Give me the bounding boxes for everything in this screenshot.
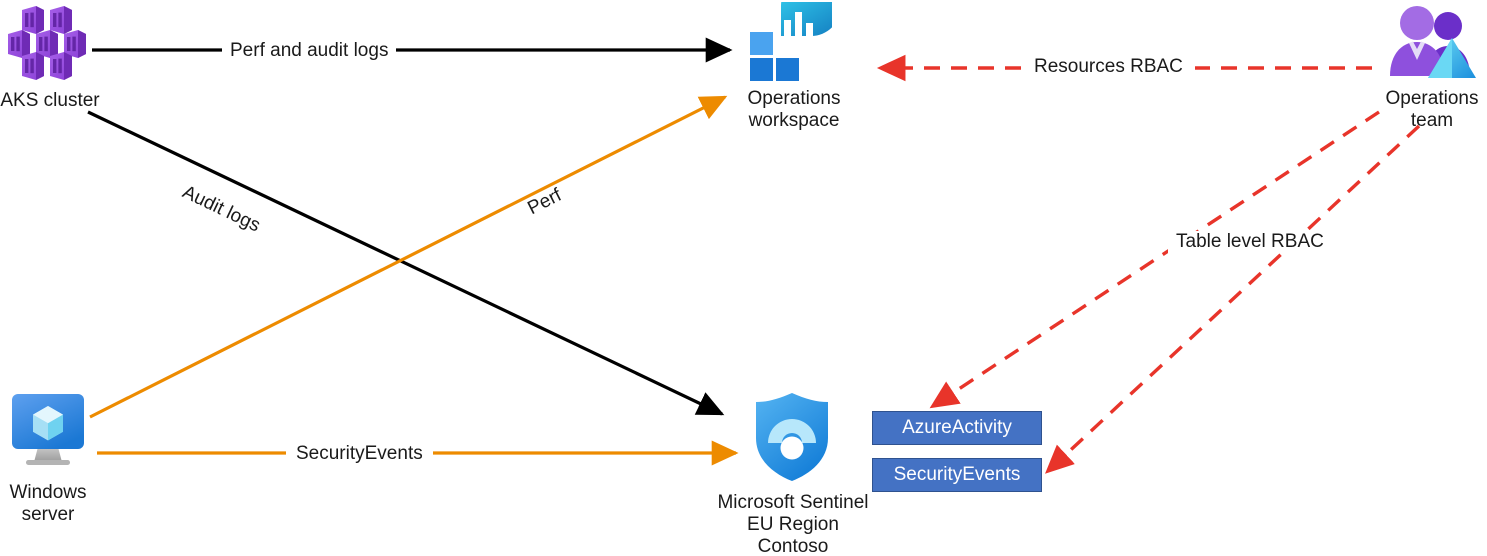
- table-box-securityevents[interactable]: SecurityEvents: [872, 458, 1042, 492]
- node-windows-server[interactable]: [8, 392, 88, 474]
- edge-label-securityevents: SecurityEvents: [286, 443, 433, 465]
- windows-server-icon: [12, 394, 84, 465]
- connector-audit-logs: [87, 110, 725, 416]
- aks-cluster-icon: [8, 6, 86, 80]
- node-microsoft-sentinel[interactable]: [752, 392, 832, 482]
- microsoft-sentinel-shield-icon: [756, 393, 828, 481]
- connector-table-level-rbac-securityevents: [1045, 124, 1421, 474]
- node-label-operations-team: Operations team: [1385, 88, 1479, 131]
- operations-team-icon: [1390, 6, 1476, 78]
- node-label-aks-cluster: AKS cluster: [0, 90, 100, 111]
- edge-label-resources-rbac: Resources RBAC: [1022, 56, 1195, 78]
- log-analytics-workspace-icon: [750, 2, 832, 81]
- node-operations-workspace[interactable]: [748, 2, 832, 82]
- connector-table-level-rbac-azureactivity: [929, 110, 1380, 409]
- table-box-azureactivity[interactable]: AzureActivity: [872, 411, 1042, 445]
- edge-label-table-level-rbac: Table level RBAC: [1168, 231, 1332, 253]
- table-box-azureactivity-label: AzureActivity: [902, 417, 1012, 438]
- node-label-operations-workspace: Operations workspace: [747, 88, 841, 131]
- node-label-microsoft-sentinel: Microsoft Sentinel EU Region Contoso: [717, 492, 869, 556]
- node-label-windows-server: Windows server: [9, 482, 87, 525]
- node-operations-team[interactable]: [1386, 2, 1478, 82]
- edge-label-perf-and-audit-logs: Perf and audit logs: [222, 40, 397, 62]
- connector-perf: [89, 95, 728, 419]
- node-aks-cluster[interactable]: [6, 4, 96, 82]
- table-box-securityevents-label: SecurityEvents: [893, 464, 1021, 485]
